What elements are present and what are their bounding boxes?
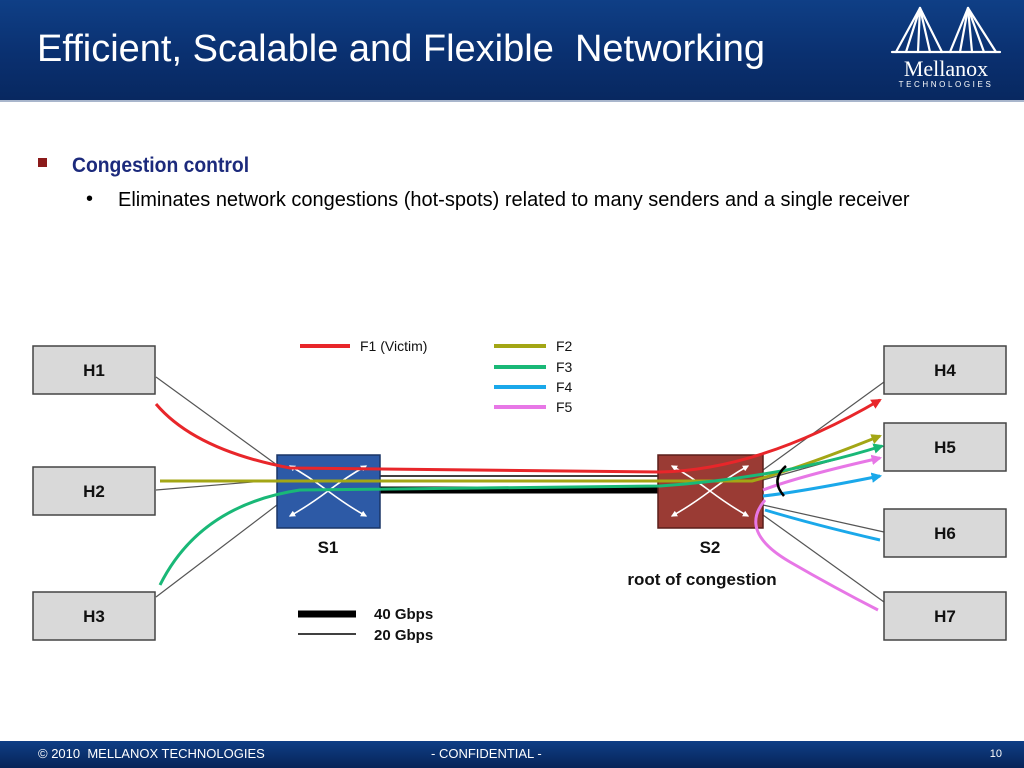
switch-label-s1: S1: [318, 538, 339, 557]
legend-label-f3: F3: [556, 359, 573, 375]
bullet-subtext: Eliminates network congestions (hot-spot…: [118, 189, 910, 211]
host-box-h1: [32, 345, 156, 395]
host-links: [155, 376, 885, 603]
legend-label-f5: F5: [556, 399, 573, 415]
host-label-h3: H3: [83, 607, 105, 626]
legend-label-f1: F1 (Victim): [360, 338, 427, 354]
page-number: 10: [989, 748, 1002, 760]
host-label-h4: H4: [934, 361, 956, 380]
flow-f2-path: [160, 434, 882, 483]
footer-bar: © 2010 MELLANOX TECHNOLOGIES - CONFIDENT…: [0, 741, 1024, 768]
footer-copyright: © 2010 MELLANOX TECHNOLOGIES: [38, 746, 265, 761]
host-label-h2: H2: [83, 482, 105, 501]
logo-mark-icon: [890, 6, 1002, 54]
host-label-h5: H5: [934, 438, 956, 457]
flow-f3-path: [158, 443, 885, 586]
congestion-diagram: H1 H2 H3 H4 H5 H6 H7 S1 S2 root of conge…: [32, 338, 1007, 644]
host-box-h3: [32, 591, 156, 641]
mellanox-logo: Mellanox TECHNOLOGIES: [884, 4, 1008, 96]
host-box-h2: [32, 466, 156, 516]
logo-tagline: TECHNOLOGIES: [898, 80, 994, 89]
host-label-h7: H7: [934, 607, 956, 626]
host-box-h5: [883, 422, 1007, 472]
host-boxes: [32, 345, 1007, 641]
legend-label-20gbps: 20 Gbps: [374, 627, 433, 644]
switch-label-s2: S2: [700, 538, 721, 557]
logo-wordmark: Mellanox: [903, 56, 989, 81]
flow-f4-path: [762, 472, 883, 498]
host-box-h7: [883, 591, 1007, 641]
title-bar: [0, 0, 1024, 100]
title-divider: [0, 100, 1024, 102]
footer-confidential: - CONFIDENTIAL -: [431, 746, 542, 761]
flow-f5-lower-path: [754, 499, 879, 612]
bullet-dot-icon: •: [86, 188, 94, 210]
link-s2-h7: [762, 514, 885, 603]
legend-label-f2: F2: [556, 338, 573, 354]
link-s2-h4: [762, 381, 885, 471]
slide-title: Efficient, Scalable and Flexible Network…: [37, 28, 766, 70]
legend-label-40gbps: 40 Gbps: [374, 606, 433, 623]
link-h3-s1: [155, 504, 278, 598]
host-box-h4: [883, 345, 1007, 395]
link-s2-h6: [762, 504, 885, 533]
bullet-heading: Congestion control: [72, 154, 250, 177]
bullet-square-icon: [38, 158, 47, 167]
flow-f1-path: [154, 398, 882, 474]
link-h1-s1: [155, 376, 278, 466]
flow-f4-lower-path: [764, 508, 881, 542]
host-box-h6: [883, 508, 1007, 558]
congestion-marker-icon: [776, 465, 787, 497]
legend-label-f4: F4: [556, 379, 573, 395]
flow-f5-path: [762, 454, 883, 492]
root-of-congestion-label: root of congestion: [627, 570, 776, 589]
switch-s2-arrows-icon: [670, 465, 750, 517]
host-label-h6: H6: [934, 524, 956, 543]
host-label-h1: H1: [83, 361, 105, 380]
